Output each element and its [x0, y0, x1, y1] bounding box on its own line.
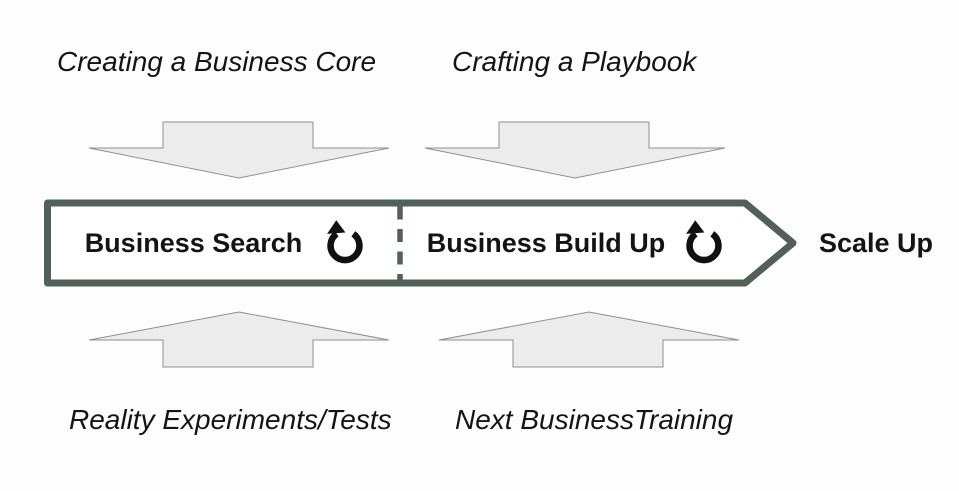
- label-crafting-playbook: Crafting a Playbook: [452, 46, 697, 77]
- down-arrow: [88, 121, 390, 179]
- cycle-arrow-icon: [686, 220, 722, 264]
- scale-up-result: Scale Up: [793, 203, 959, 283]
- band-segment-business-search: Business Search: [51, 207, 400, 279]
- process-band-shape: [44, 199, 797, 287]
- label-next-business-training: Next BusinessTraining: [455, 404, 734, 435]
- band-segment-business-build-up: Business Build Up: [402, 207, 750, 279]
- label-reality-experiments: Reality Experiments/Tests: [69, 404, 392, 435]
- business-search-label: Business Search: [84, 227, 303, 258]
- cycle-arrow-icon: [327, 220, 363, 264]
- down-arrow: [424, 121, 726, 179]
- up-arrow: [88, 311, 390, 368]
- scale-up-label: Scale Up: [818, 227, 934, 258]
- up-arrow: [438, 311, 740, 368]
- business-build-up-label: Business Build Up: [426, 227, 666, 258]
- label-creating-business-core: Creating a Business Core: [57, 46, 377, 77]
